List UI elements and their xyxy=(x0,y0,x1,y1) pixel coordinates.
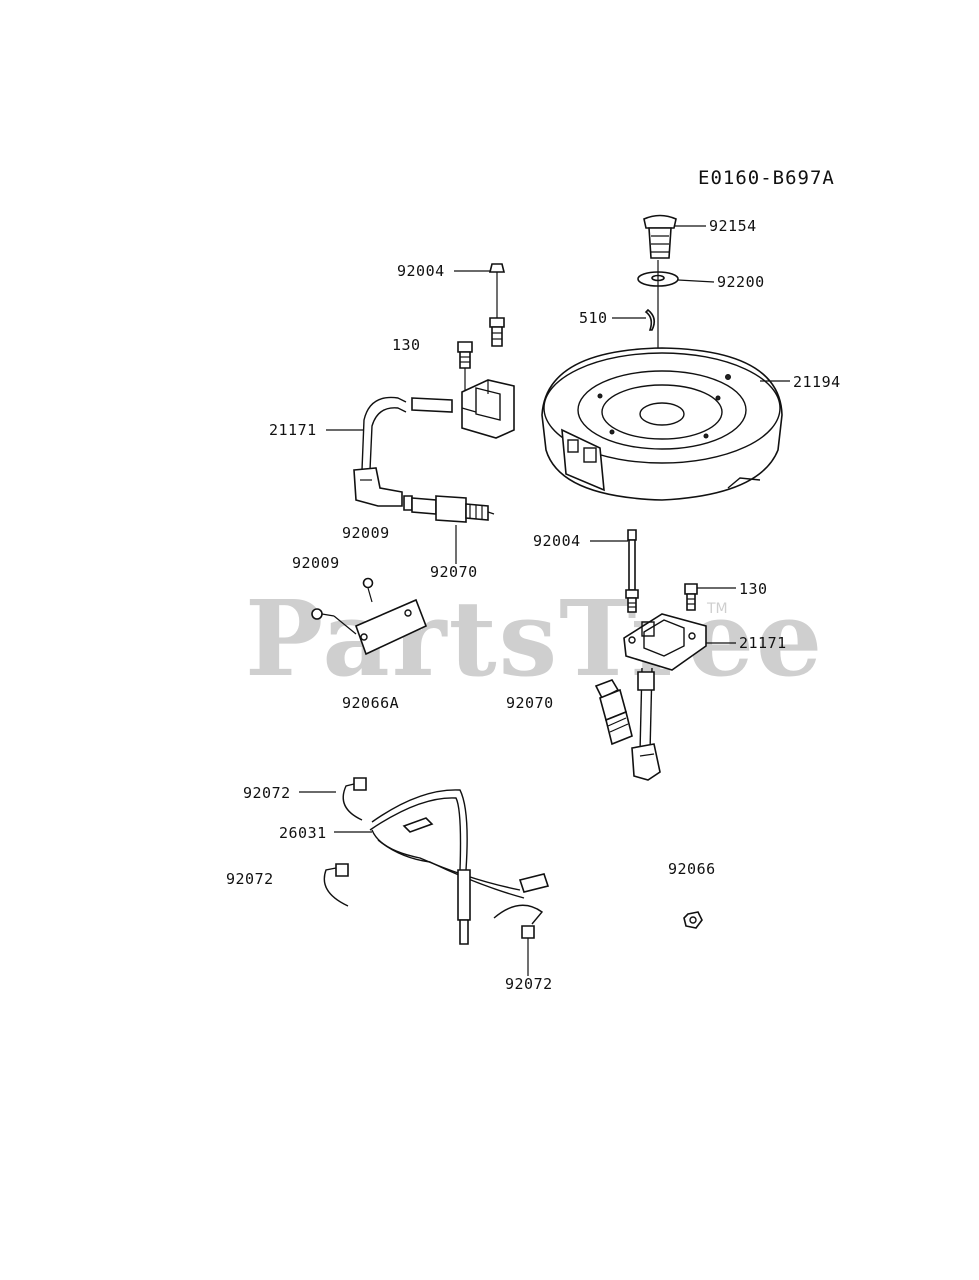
harness-clamp-a[interactable] xyxy=(342,777,367,821)
callout-92009-b[interactable]: 92009 xyxy=(292,554,340,572)
callout-21194[interactable]: 21194 xyxy=(793,373,841,391)
callout-130-right[interactable]: 130 xyxy=(739,580,768,598)
flywheel-assembly xyxy=(541,214,783,501)
coil-stud-top[interactable] xyxy=(488,263,506,347)
spark-plug-lower[interactable] xyxy=(594,679,633,746)
cover-plate-assembly xyxy=(311,577,428,656)
harness-clamp-b[interactable] xyxy=(323,863,349,907)
callout-26031[interactable]: 26031 xyxy=(279,824,327,842)
watermark-trademark: TM xyxy=(706,601,728,617)
ignition-coil-upper[interactable] xyxy=(461,379,515,439)
watermark-text: PartsTree xyxy=(245,577,824,700)
coil-bolt-right[interactable] xyxy=(684,583,698,611)
callout-92004-right[interactable]: 92004 xyxy=(533,532,581,550)
callout-92070-right[interactable]: 92070 xyxy=(506,694,554,712)
coil-stud-right[interactable] xyxy=(625,529,639,613)
callout-92009-a[interactable]: 92009 xyxy=(342,524,390,542)
coil-lead-lower xyxy=(637,667,655,753)
diagram-code: E0160-B697A xyxy=(698,167,835,189)
wire-harness[interactable] xyxy=(369,789,550,945)
hex-nut[interactable] xyxy=(683,911,703,929)
spark-plug-upper[interactable] xyxy=(403,495,495,523)
callout-21171-left[interactable]: 21171 xyxy=(269,421,317,439)
plug-cap-lower[interactable] xyxy=(631,743,661,781)
callout-21171-right[interactable]: 21171 xyxy=(739,634,787,652)
callout-510[interactable]: 510 xyxy=(579,309,608,327)
ignition-coil-lower[interactable] xyxy=(623,613,707,671)
callout-92072-a[interactable]: 92072 xyxy=(243,784,291,802)
callout-92200[interactable]: 92200 xyxy=(717,273,765,291)
wire-harness-assembly xyxy=(323,777,550,945)
leader-lines xyxy=(299,225,790,976)
plate-screw-a[interactable] xyxy=(311,608,335,620)
callout-92066A[interactable]: 92066A xyxy=(342,694,399,712)
callout-130-top[interactable]: 130 xyxy=(392,336,421,354)
coil-lead-upper xyxy=(361,396,453,471)
flywheel[interactable] xyxy=(541,347,783,501)
callout-92154[interactable]: 92154 xyxy=(709,217,757,235)
flywheel-bolt[interactable] xyxy=(643,214,677,259)
callout-92070-left[interactable]: 92070 xyxy=(430,563,478,581)
harness-clamp-c[interactable] xyxy=(493,904,544,939)
lower-ignition-coil xyxy=(594,529,707,781)
plug-cap-upper[interactable] xyxy=(353,467,403,507)
upper-ignition-coil xyxy=(353,263,515,523)
callout-92072-b[interactable]: 92072 xyxy=(226,870,274,888)
callout-labels: 92154 92200 510 21194 92004 130 21171 92… xyxy=(226,217,841,993)
callout-92072-c[interactable]: 92072 xyxy=(505,975,553,993)
flywheel-key[interactable] xyxy=(644,308,656,331)
callout-92004-top[interactable]: 92004 xyxy=(397,262,445,280)
cover-plate[interactable] xyxy=(354,598,428,656)
callout-92066[interactable]: 92066 xyxy=(668,860,716,878)
plate-screw-b[interactable] xyxy=(362,577,374,603)
watermark: PartsTree TM xyxy=(245,577,824,700)
coil-bolt-top[interactable] xyxy=(457,341,473,390)
